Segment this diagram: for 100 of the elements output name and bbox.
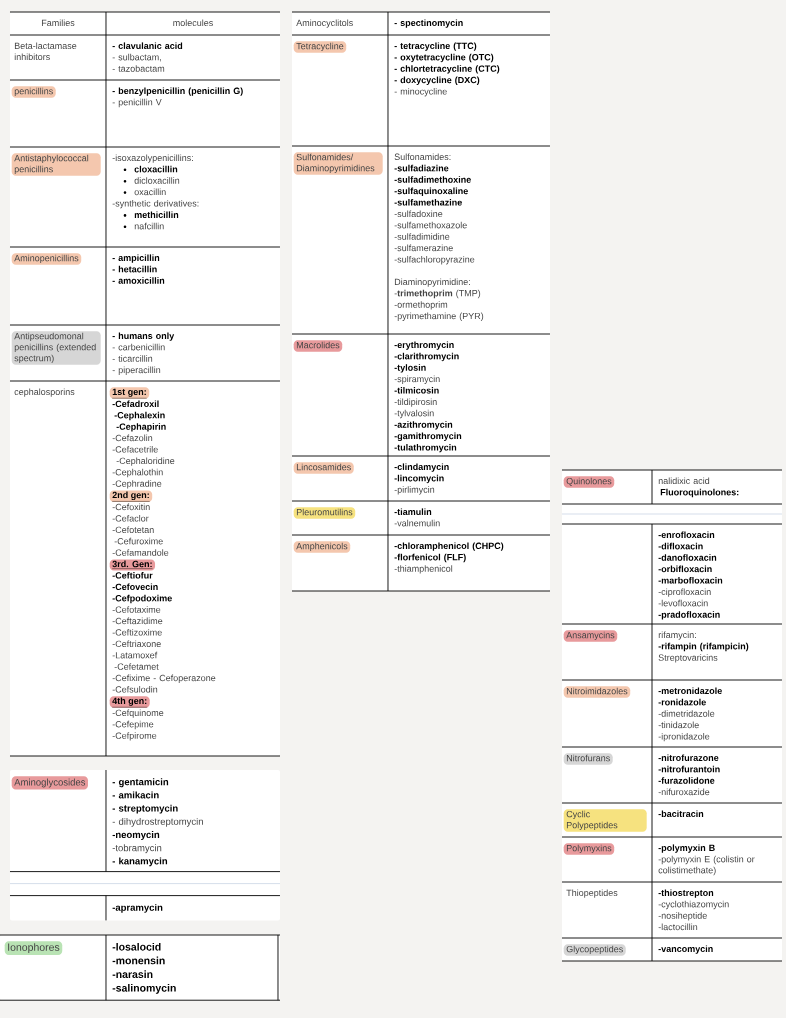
molecule-name: -sulfamethazine (394, 199, 462, 206)
molecule-name: -Cefotetan (112, 526, 154, 533)
molecule-name: -Cefpodoxime (112, 594, 172, 604)
molecule-name: -sulfaquinoxaline (394, 187, 468, 196)
molecule-name: -polymyxin B (658, 844, 715, 853)
molecule-name: -narasin (112, 970, 153, 979)
molecule-name: -nosiheptide (658, 912, 707, 921)
molecule-name: -Cefepime (112, 720, 154, 730)
molecule-name: -nitrofurazone (658, 754, 719, 761)
molecule-name: - doxycycline (DXC) (394, 76, 480, 85)
molecule-name: -ciprofloxacin (658, 588, 711, 597)
molecule-name: - amoxicillin (112, 277, 165, 284)
molecule-name: -florfenicol (FLF) (394, 553, 466, 563)
molecule-name: -Cefquinome (112, 709, 164, 718)
family-name: Thiopeptides (566, 889, 618, 898)
molecule-name: - sulbactam, (112, 53, 161, 62)
molecule-name: -lactocillin (658, 923, 698, 931)
molecule-name: -pradofloxacin (658, 611, 720, 620)
generation-heading: 3rd. Gen: (109, 559, 156, 571)
family-tag: penicillins (11, 86, 56, 98)
molecule-name: -clindamycin (394, 463, 449, 472)
molecule-name: -Cephaloridine (116, 457, 175, 466)
family-tag: Aminoglycosides (11, 776, 88, 790)
molecule-name: -trimethoprim (TMP) (394, 289, 481, 299)
molecule-name: -vancomycin (658, 945, 713, 954)
family-tag: Nitroimidazoles (563, 686, 631, 698)
column-header: molecules (173, 19, 213, 26)
family-tag: Glycopeptides (563, 944, 626, 956)
generation-heading: 1st gen: (109, 387, 150, 399)
family-tag: Macrolides (293, 340, 343, 352)
molecule-name: -neomycin (112, 831, 160, 840)
molecule-name: Diaminopyrimidine: (394, 278, 470, 287)
molecule-name: -gamithromycin (394, 432, 462, 441)
molecule-name: - amikacin (112, 791, 159, 799)
molecule-name: -pirlimycin (394, 486, 435, 495)
molecule-name: -metronidazole (658, 687, 722, 694)
molecule-name: -isoxazolypenicillins: (112, 154, 193, 163)
molecule-name: Streptovaricins (658, 654, 718, 663)
molecule-name: -nitrofurantoin (658, 765, 720, 773)
molecule-name: -Cefsulodin (112, 686, 158, 693)
molecule-name: -Cephalexin (114, 411, 165, 421)
molecule-name: -thiostrepton (658, 889, 714, 898)
molecule-name: -levofloxacin (658, 599, 708, 607)
molecule-name: -lincomycin (394, 474, 444, 484)
molecule-name: -thiamphenicol (394, 565, 453, 574)
molecule-name: -sulfadiazine (394, 164, 449, 172)
molecule-name: Fluoroquinolones: (660, 488, 739, 498)
molecule-name: -tobramycin (112, 844, 162, 854)
molecule-name: - kanamycin (112, 857, 168, 867)
molecule-name: -ronidazole (658, 698, 706, 706)
molecule-name: -polymyxin E (colistin or colistimethate) (658, 855, 755, 876)
molecule-name: - carbenicillin (112, 343, 165, 351)
molecule-name: -Ceftizoxime (112, 629, 162, 636)
molecule-name: -pyrimethamine (PYR) (394, 312, 484, 321)
column-header: Families (42, 19, 75, 26)
molecule-name: -cyclothiazomycin (658, 900, 729, 910)
family-tag: Pleuromutilins (293, 507, 356, 519)
molecule-name: rifamycin: (658, 631, 696, 640)
molecule-name: - piperacillin (112, 366, 161, 375)
molecule-name: - benzylpenicillin (penicillin G) (112, 87, 243, 96)
molecule-name: -Cefovecin (112, 583, 158, 590)
molecule-name: -bacitracin (658, 810, 704, 817)
family-tag: Sulfonamides/ Diaminopyrimidines (293, 152, 383, 175)
molecule-name: -Cefazolin (112, 434, 153, 442)
molecule-name: -clarithromycin (394, 352, 459, 362)
molecule-name: - hetacillin (112, 265, 157, 273)
molecule-name: -losalocid (112, 942, 161, 951)
molecule-name: -Cefacetrile (112, 446, 158, 453)
generation-heading: 4th gen: (109, 696, 150, 708)
molecule-name: -synthetic derivatives: (112, 200, 199, 209)
molecule-name: -Cefetamet (114, 663, 159, 670)
molecule-name: -Cefamandole (112, 549, 169, 556)
molecule-name: - ampicillin (112, 254, 160, 263)
family-tag: Polymyxins (563, 843, 615, 855)
family-tag: Tetracycline (293, 41, 347, 53)
molecule-name: -rifampin (rifampicin) (658, 642, 749, 652)
family-tag: Antistaphylococcal penicillins (11, 153, 101, 176)
molecule-name: -ormethoprim (394, 301, 448, 310)
molecule-name: -Cephapirin (116, 423, 166, 432)
molecule-name: - tetracycline (TTC) (394, 42, 477, 51)
molecule-name: -erythromycin (394, 341, 454, 350)
molecule-name: -orbifloxacin (658, 565, 712, 573)
family-tag: Ansamycins (563, 630, 618, 642)
molecule-name: -Cefaclor (112, 515, 149, 522)
molecule-name: -spiramycin (394, 375, 440, 384)
molecule-name: -marbofloxacin (658, 577, 723, 584)
molecule-name: -Cefadroxil (112, 400, 159, 407)
molecule-name: -tiamulin (394, 508, 432, 515)
molecule-name: -valnemulin (394, 519, 440, 527)
molecule-name: - spectinomycin (394, 19, 463, 28)
molecule-name: Sulfonamides: (394, 153, 451, 160)
molecule-name: - ticarcillin (112, 355, 153, 362)
molecule-name: -Cefpirome (112, 732, 157, 741)
molecule-name: dicloxacillin (134, 177, 180, 184)
family-tag: Lincosamides (293, 462, 354, 474)
family-tag: Antipseudomonal penicillins (extended spectrum) (11, 331, 101, 365)
molecule-name: - oxytetracycline (OTC) (394, 53, 494, 63)
molecule-name: -Cephalothin (112, 468, 163, 478)
molecule-name: -sulfadoxine (394, 210, 443, 217)
molecule-name: - chlortetracycline (CTC) (394, 65, 500, 74)
